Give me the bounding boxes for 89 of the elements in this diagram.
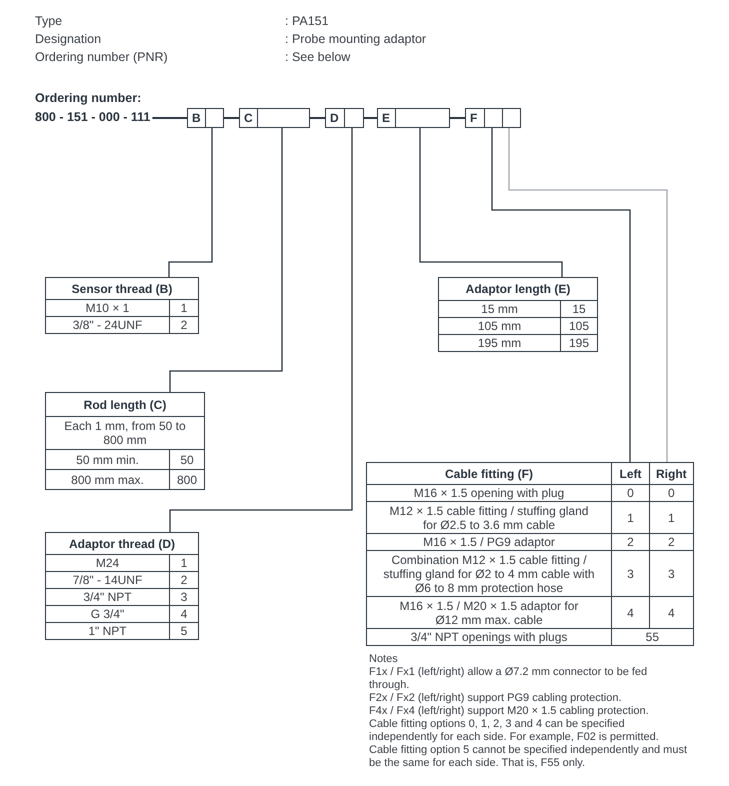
- code-value: 50: [170, 450, 204, 470]
- table-heading: Right: [650, 462, 694, 484]
- table-heading: Rod length (C): [46, 392, 204, 416]
- note-text: Cable fitting option 5 cannot be specified independently and must be the same for each side. That is, F55 only.: [369, 744, 687, 770]
- leader-line: [491, 128, 631, 462]
- connector-line: [450, 117, 465, 119]
- code-value: 1: [650, 502, 694, 534]
- option-text: 3/8" - 24UNF: [46, 316, 170, 334]
- leader-line: [419, 128, 563, 277]
- ordering-code: 800 - 151 - 000 - 111: [35, 110, 150, 124]
- code-value: 3: [650, 550, 694, 596]
- leader-line: [169, 128, 283, 392]
- connector-line: [152, 117, 187, 119]
- code-value: 5: [170, 622, 198, 640]
- note-text: F1x / Fx1 (left/right) allow a Ø7.2 mm connector to be fed through.: [369, 666, 648, 692]
- option-text: 195 mm: [438, 334, 560, 352]
- code-value: 1: [612, 502, 650, 534]
- code-segment-box: [325, 108, 364, 128]
- option-text: G 3/4": [46, 606, 170, 622]
- leader-line: [168, 128, 213, 277]
- note-text: Cable fitting options 0, 1, 2, 3 and 4 can be specified independently for each side. For example, F02 is permitted.: [369, 718, 660, 744]
- connector-line: [224, 117, 239, 119]
- table-heading: Cable fitting (F): [366, 462, 612, 484]
- code-letter: D: [329, 110, 340, 127]
- option-text: Combination M12 × 1.5 cable fitting / stuffing gland for Ø2 to 4 mm cable with Ø6 to 8 mm protection hose: [366, 550, 612, 596]
- notes-heading: Notes: [369, 653, 399, 666]
- code-value: 0: [612, 484, 650, 502]
- option-text: 15 mm: [438, 300, 560, 318]
- code-value: 1: [170, 554, 198, 572]
- field-name: Ordering number (PNR): [35, 50, 168, 64]
- connector-line: [364, 117, 377, 119]
- option-text: M12 × 1.5 cable fitting / stuffing gland for Ø2.5 to 3.6 mm cable: [366, 502, 612, 534]
- code-value: 4: [170, 606, 198, 622]
- code-value: 2: [612, 534, 650, 550]
- code-value: 1: [170, 300, 198, 316]
- option-text: M10 × 1: [46, 300, 170, 316]
- code-value: 4: [612, 596, 650, 628]
- option-text: 3/4" NPT: [46, 588, 170, 606]
- option-text: Each 1 mm, from 50 to 800 mm: [46, 416, 204, 450]
- option-text: 800 mm max.: [46, 470, 170, 490]
- code-letter: C: [243, 110, 254, 127]
- leader-line: [169, 128, 353, 532]
- option-table: [45, 532, 199, 640]
- option-text: 7/8" - 14UNF: [46, 572, 170, 588]
- code-segment-box: [187, 108, 224, 128]
- table-heading: Adaptor length (E): [438, 278, 598, 300]
- field-name: Designation: [35, 32, 102, 46]
- option-text: 3/4" NPT openings with plugs: [366, 628, 612, 646]
- code-value: 195: [560, 334, 598, 352]
- option-table: [366, 462, 694, 646]
- option-text: M24: [46, 554, 170, 572]
- connector-line: [310, 117, 325, 119]
- code-letter: F: [469, 110, 478, 127]
- option-table: [45, 277, 199, 334]
- code-value: 105: [560, 318, 598, 334]
- option-text: M16 × 1.5 / M20 × 1.5 adaptor for Ø12 mm max. cable: [366, 596, 612, 628]
- code-value: 3: [170, 588, 198, 606]
- field-value: : Probe mounting adaptor: [285, 32, 426, 46]
- option-text: 105 mm: [438, 318, 560, 334]
- option-text: M16 × 1.5 / PG9 adaptor: [366, 534, 612, 550]
- table-heading: Sensor thread (B): [46, 278, 198, 300]
- note-text: F2x / Fx2 (left/right) support PG9 cabling protection.: [369, 692, 623, 705]
- code-value: 0: [650, 484, 694, 502]
- code-segment-box: [377, 108, 450, 128]
- field-name: Type: [35, 14, 62, 28]
- code-value: 3: [612, 550, 650, 596]
- code-value: 15: [560, 300, 598, 318]
- code-value: 55: [612, 628, 694, 646]
- code-value: 4: [650, 596, 694, 628]
- table-heading: Left: [612, 462, 650, 484]
- code-letter: B: [191, 110, 202, 127]
- field-value: : See below: [285, 50, 350, 64]
- option-table: [438, 277, 598, 352]
- code-value: 2: [170, 316, 198, 334]
- code-value: 2: [170, 572, 198, 588]
- note-text: F4x / Fx4 (left/right) support M20 × 1.5 cabling protection.: [369, 705, 650, 718]
- code-value: 800: [170, 470, 204, 490]
- field-value: : PA151: [285, 14, 329, 28]
- code-letter: E: [381, 110, 392, 127]
- option-table: [45, 392, 205, 490]
- option-text: 1" NPT: [46, 622, 170, 640]
- option-text: M16 × 1.5 opening with plug: [366, 484, 612, 502]
- code-value: 2: [650, 534, 694, 550]
- code-segment-box: [465, 108, 521, 128]
- leader-line: [508, 128, 668, 462]
- option-text: 50 mm min.: [46, 450, 170, 470]
- code-segment-box: [239, 108, 310, 128]
- table-heading: Adaptor thread (D): [46, 532, 198, 554]
- section-heading: Ordering number:: [35, 91, 142, 105]
